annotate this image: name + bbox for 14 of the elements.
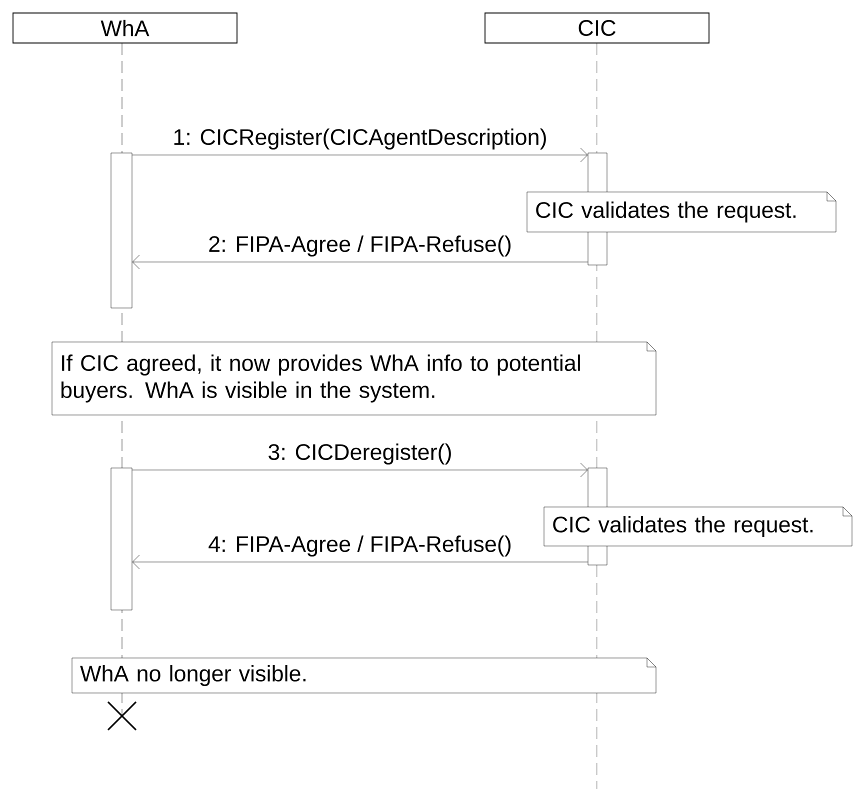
- message-label: 1: CICRegister(CICAgentDescription): [172, 128, 548, 150]
- message-label: 3: CICDeregister(): [266, 442, 454, 466]
- message-arrow: [132, 148, 588, 162]
- note: If CIC agreed, it now provides WhA info to potential buyers. WhA is visible in the system.: [52, 342, 656, 416]
- message-label: 2: FIPA-Agree / FIPA-Refuse(): [207, 234, 513, 258]
- message-arrow: [132, 254, 588, 270]
- activation-bar: [110, 152, 132, 308]
- message-arrow: [132, 554, 588, 570]
- message-arrow: [132, 462, 588, 478]
- lifeline-head: WhA: [12, 12, 238, 44]
- lifeline-head: CIC: [484, 12, 710, 44]
- note: WhA no longer visible.: [72, 658, 656, 694]
- activation-bar: [110, 468, 132, 610]
- message-label: 4: FIPA-Agree / FIPA-Refuse(): [207, 534, 513, 558]
